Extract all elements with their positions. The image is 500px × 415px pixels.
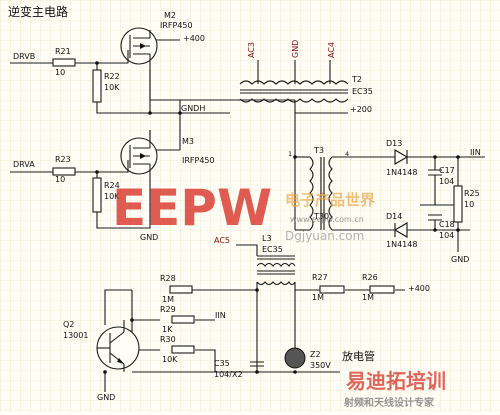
c35-ref: C35: [214, 359, 230, 368]
mosfet-m2: M2 IRFP450: [112, 11, 193, 88]
t3-pin1: 1: [288, 150, 292, 158]
r25-ref: R25: [464, 189, 480, 198]
l3-ref: L3: [262, 234, 272, 243]
diode-d14: D14 1N4148: [386, 212, 420, 249]
t3-pin4: 4: [345, 150, 349, 158]
mosfet-m3: M3 IRFP450: [112, 130, 215, 190]
resistor-r28: R28 1M: [160, 274, 193, 304]
transistor-q2: Q2 13001: [63, 320, 140, 372]
watermark-site: Dgjyuan.com: [285, 229, 364, 243]
z2-ref: Z2: [310, 350, 321, 359]
r27-ref: R27: [312, 273, 328, 282]
c17-ref: C17: [439, 166, 455, 175]
r27-value: 1M: [312, 293, 324, 302]
net-gnd-q2: GND: [97, 393, 115, 402]
m3-part: IRFP450: [182, 156, 215, 165]
net-ac4: AC4: [327, 42, 336, 58]
net-plus-400-top: +400: [183, 34, 205, 43]
watermark-url: www.eepw.com.cn: [290, 215, 364, 224]
watermark-slogan: 射频和天线设计专家: [343, 396, 435, 409]
r23-value: 10: [55, 175, 65, 184]
net-gnd-right: GND: [451, 255, 469, 264]
capacitor-c18: C18 104: [428, 214, 455, 240]
r29-ref: R29: [160, 305, 176, 314]
r26-ref: R26: [362, 273, 378, 282]
net-gndh: GNDH: [181, 104, 205, 113]
net-drvb: DRVB: [13, 52, 35, 61]
m2-ref: M2: [164, 11, 176, 20]
inductor-l3: L3 EC35: [256, 234, 296, 286]
r22-ref: R22: [104, 72, 120, 81]
diode-d13: D13 1N4148: [386, 139, 420, 177]
gas-discharge-tube-z2: Z2 350V 放电管: [284, 347, 375, 370]
d13-ref: D13: [386, 139, 402, 148]
t3-ref: T3: [313, 146, 324, 155]
watermark: EEPW 电子产品世界 www.eepw.com.cn Dgjyuan.com …: [112, 179, 446, 409]
junctions: [95, 61, 460, 374]
r26-value: 1M: [362, 293, 374, 302]
diagram-title: 逆变主电路: [8, 4, 68, 19]
net-gnd-m3: GND: [140, 233, 158, 242]
transformer-t3: T3 1 4 T30: [288, 146, 349, 231]
net-gnd-t2: GND: [291, 40, 300, 58]
r25-value: 10: [464, 200, 474, 209]
resistor-r26: R26 1M: [362, 273, 395, 302]
r21-ref: R21: [55, 47, 71, 56]
m3-ref: M3: [182, 137, 194, 146]
net-iin-right: IIN: [470, 148, 481, 157]
z2-value: 350V: [310, 361, 331, 370]
net-plus-400-bottom: +400: [408, 284, 430, 293]
net-plus-200: +200: [350, 105, 372, 114]
transformer-t2: T2 EC35: [239, 75, 373, 103]
r29-value: 1K: [162, 325, 173, 334]
resistor-r27: R27 1M: [312, 273, 345, 302]
d14-ref: D14: [386, 212, 402, 221]
z2-note: 放电管: [342, 349, 375, 363]
resistor-r24: R24 10K: [92, 177, 120, 213]
r23-ref: R23: [55, 155, 71, 164]
capacitor-c17: C17 104: [428, 166, 455, 195]
r30-ref: R30: [160, 335, 176, 344]
c18-ref: C18: [439, 220, 455, 229]
m2-part: IRFP450: [160, 21, 193, 30]
t2-core: EC35: [352, 87, 373, 96]
net-drva: DRVA: [13, 160, 35, 169]
r28-ref: R28: [160, 274, 176, 283]
resistor-r22: R22 10K: [92, 69, 120, 103]
r21-value: 10: [55, 68, 65, 77]
c35-value: 104/X2: [214, 370, 243, 379]
watermark-chinese: 电子产品世界: [285, 191, 375, 209]
d14-part: 1N4148: [386, 240, 417, 249]
r30-value: 10K: [162, 355, 178, 364]
net-ac5: AC5: [214, 236, 230, 245]
resistor-r25: R25 10: [453, 185, 480, 223]
r24-value: 10K: [104, 192, 120, 201]
net-iin-bottom: IIN: [215, 311, 226, 320]
q2-ref: Q2: [63, 320, 74, 329]
resistor-r21: R21 10: [52, 47, 76, 77]
d13-part: 1N4148: [386, 168, 417, 177]
resistor-r23: R23 10: [52, 155, 76, 184]
r22-value: 10K: [104, 83, 120, 92]
c18-value: 104: [439, 231, 454, 240]
r28-value: 1M: [162, 295, 174, 304]
r24-ref: R24: [104, 181, 120, 190]
l3-core: EC35: [262, 245, 283, 254]
net-ac3: AC3: [247, 42, 256, 58]
c17-value: 104: [439, 177, 454, 186]
t2-ref: T2: [351, 75, 362, 84]
capacitor-c35: C35 104/X2: [214, 359, 264, 379]
q2-part: 13001: [63, 331, 88, 340]
t3-core: T30: [313, 212, 329, 221]
watermark-brand: 易迪拓培训: [346, 369, 446, 393]
watermark-eepw: EEPW: [112, 179, 272, 237]
resistor-r29: R29 1K: [160, 305, 195, 334]
resistor-r30: R30 10K: [160, 335, 195, 364]
